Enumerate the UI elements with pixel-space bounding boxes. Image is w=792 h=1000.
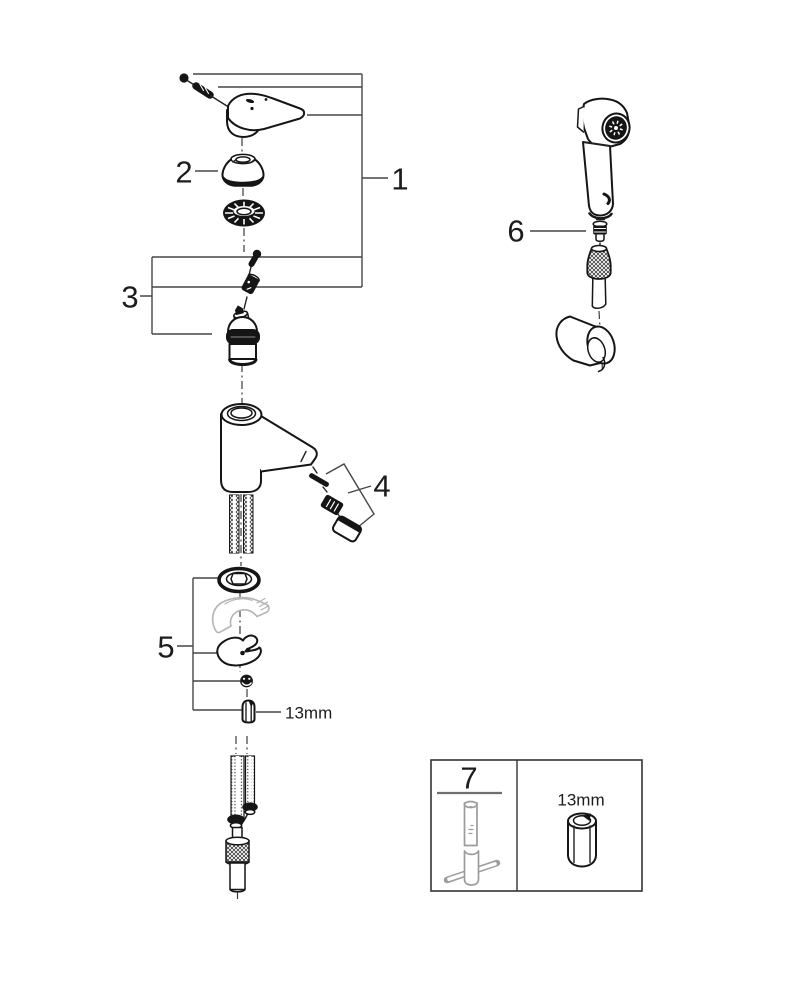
spray-face: [601, 112, 631, 144]
mounting-washer-ghost: [211, 596, 270, 634]
handle-screw: [179, 73, 228, 107]
wall-holder: [555, 315, 616, 373]
horseshoe-washer: [216, 634, 262, 667]
callout-label-7: 7: [460, 761, 477, 796]
hex-nut-13mm: [241, 699, 256, 724]
check-valve: [592, 220, 608, 243]
cartridge-screw: [248, 249, 262, 267]
socket-tool: [443, 800, 501, 886]
callout-bracket-4: [325, 463, 375, 533]
callout-bracket-5: [177, 577, 242, 711]
cartridge: [226, 305, 260, 367]
valve-stem: [241, 273, 260, 295]
supply-hoses: [225, 755, 258, 893]
socket-nut-13mm: [567, 812, 597, 868]
callout-bracket-1: [193, 73, 388, 287]
lock-ring: [223, 199, 265, 227]
handle-cap-ring: [221, 153, 265, 187]
aerator-mousseur: [331, 515, 363, 543]
threaded-shanks: [229, 494, 254, 554]
dimension-label-13mm: 13mm: [285, 704, 332, 723]
box-dimension-label-13mm: 13mm: [557, 791, 604, 810]
lever-handle: [226, 92, 306, 138]
hand-spray: [576, 97, 631, 221]
callout-label-4: 4: [373, 469, 390, 504]
mounting-cap-nut: [240, 674, 253, 688]
callout-label-3: 3: [121, 280, 138, 315]
callout-labels: 1 2 3 4 5 6 7 13mm 13mm: [121, 155, 604, 810]
callout-label-5: 5: [157, 630, 174, 665]
toolbox-panel: [430, 759, 643, 892]
callout-label-6: 6: [507, 214, 524, 249]
shower-hose: [591, 278, 607, 309]
callout-label-2: 2: [175, 155, 192, 190]
mounting-flange: [217, 566, 261, 594]
callout-label-1: 1: [391, 162, 408, 197]
aerator-adapter: [320, 494, 344, 516]
hose-nut: [586, 244, 612, 280]
flow-restrictor-disc: [309, 473, 329, 487]
faucet-body: [220, 403, 318, 493]
